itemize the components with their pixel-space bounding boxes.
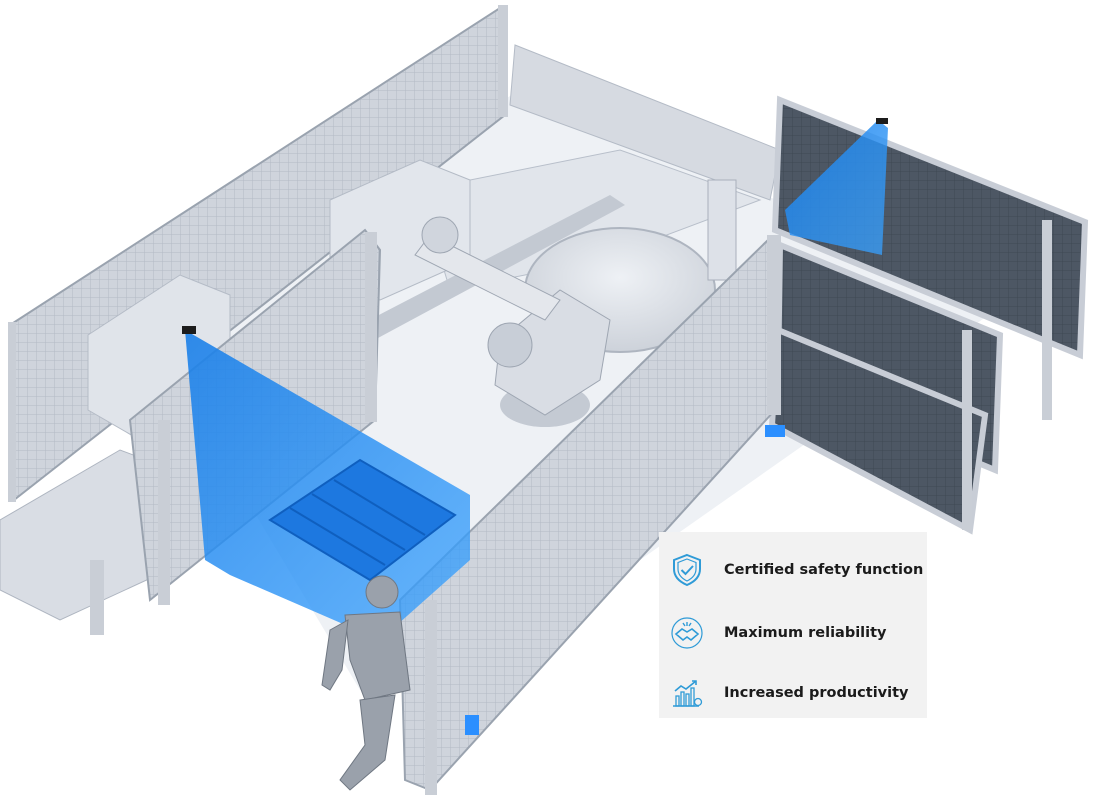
legend-label: Increased productivity	[724, 685, 909, 701]
legend-item-safety: Certified safety function	[659, 548, 927, 592]
left-light-curtain	[182, 326, 479, 735]
handshake-icon	[667, 613, 707, 653]
industrial-robot	[414, 216, 611, 427]
legend-item-reliability: Maximum reliability	[659, 611, 927, 655]
right-light-curtain	[785, 120, 888, 255]
pallet	[268, 458, 457, 582]
legend-item-productivity: Increased productivity	[659, 671, 927, 715]
legend-label: Maximum reliability	[724, 625, 887, 641]
productivity-chart-icon	[667, 673, 707, 713]
front-right-fence	[398, 235, 782, 795]
worker-figure	[321, 575, 411, 791]
benefits-legend: Certified safety function Maximum reliab…	[659, 532, 927, 718]
right-dark-fence-front	[768, 240, 1004, 535]
shield-check-icon	[667, 550, 707, 590]
legend-label: Certified safety function	[724, 562, 924, 578]
robot-controller-tower	[707, 179, 737, 281]
